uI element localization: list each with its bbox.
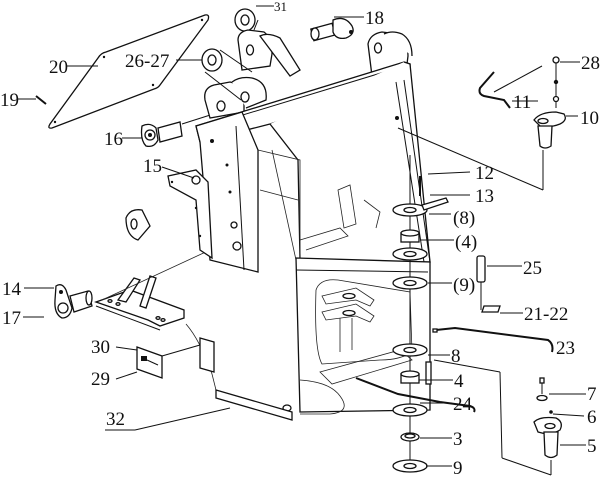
callout-7: 7: [587, 384, 597, 405]
name-plate-part: [136, 344, 201, 379]
callout-9-paren: (9): [453, 275, 475, 296]
pin-part: [433, 359, 562, 476]
callout-28: 28: [581, 53, 600, 74]
callout-14: 14: [2, 279, 22, 300]
bolt-part: [35, 95, 47, 105]
washer-part: [201, 8, 256, 72]
callout-20: 20: [49, 57, 68, 78]
callout-10: 10: [580, 108, 599, 129]
pin-part: [310, 17, 354, 42]
callout-9: 9: [453, 458, 463, 478]
pin-part: [140, 109, 227, 148]
pin-part: [533, 56, 566, 190]
callout-32: 32: [106, 409, 125, 430]
callout-15: 15: [143, 156, 162, 177]
callout-4-paren: (4): [455, 232, 477, 253]
grease-line-part: [432, 326, 554, 353]
callout-26-27: 26-27: [125, 51, 169, 72]
callout-25: 25: [523, 258, 542, 279]
callout-17: 17: [2, 308, 21, 329]
callout-18: 18: [365, 8, 384, 29]
callout-5: 5: [587, 436, 597, 457]
callout-6: 6: [587, 407, 597, 428]
callout-3: 3: [453, 429, 463, 450]
callout-12: 12: [475, 163, 494, 184]
pin-part: [54, 284, 93, 319]
callout-4: 4: [454, 371, 464, 392]
callout-8: 8: [451, 346, 461, 367]
callout-21-22: 21-22: [524, 304, 568, 325]
callout-24: 24: [453, 394, 473, 415]
hinge-stack-part: [392, 155, 449, 473]
grease-line-part: [397, 65, 544, 191]
frame-part: [94, 29, 431, 421]
callout-19: 19: [0, 90, 19, 111]
callout-31: 31: [274, 0, 287, 14]
callout-16: 16: [104, 129, 123, 150]
leader-lines: [18, 5, 586, 467]
callout-30: 30: [91, 337, 110, 358]
pin-part: [476, 255, 501, 313]
callout-11: 11: [513, 92, 531, 113]
callout-29: 29: [91, 369, 110, 390]
callout-13: 13: [475, 186, 494, 207]
callout-8-paren: (8): [453, 208, 475, 229]
callout-23: 23: [556, 338, 575, 359]
cover-plate-part: [48, 14, 210, 129]
